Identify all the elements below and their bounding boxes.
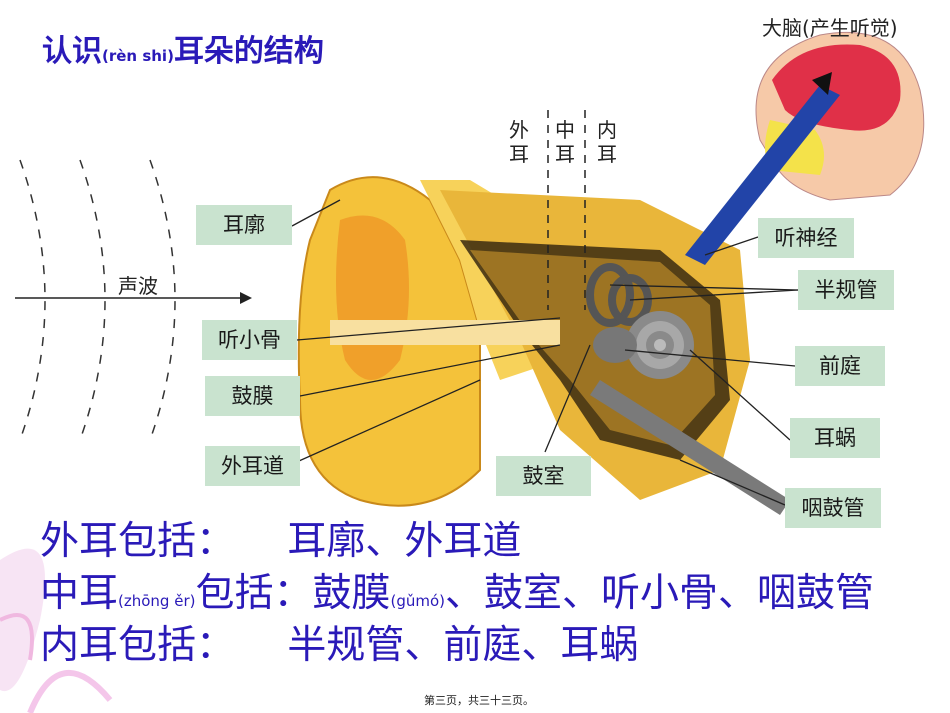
summary-inner-ear: 内耳包括： 半规管、前庭、耳蜗 [40, 622, 638, 670]
summary-middle-body1: 鼓膜 [312, 571, 391, 616]
middle-ear-header-char2: 耳 [555, 142, 575, 166]
summary-middle-head: 中耳 [40, 571, 119, 616]
summary-outer-head: 外耳包括： [40, 519, 236, 564]
middle-ear-header-char1: 中 [555, 118, 575, 142]
eustachian-tube-label: 咽鼓管 [785, 488, 881, 528]
summary-middle-head2: 包括： [195, 571, 313, 616]
cochlea-label: 耳蜗 [790, 418, 880, 458]
page-title: 认识(rèn shi)耳朵的结构 [42, 32, 372, 76]
eustachian-tube-shape [590, 380, 790, 515]
vestibule-shape [593, 327, 637, 363]
nerve-band [685, 85, 840, 265]
summary-middle-ear: 中耳(zhōng ěr)包括：鼓膜(gǔmó)、鼓室、听小骨、咽鼓管 [40, 570, 874, 625]
region-dividers [547, 110, 586, 310]
head-figure [755, 31, 925, 201]
outer-ear-header: 外 耳 [508, 118, 530, 166]
summary-middle-pinyin2: (gǔmó) [390, 592, 446, 610]
inner-ear-header-char1: 内 [597, 118, 617, 142]
title-part2: 耳朵的结构 [173, 34, 324, 69]
cochlea-shape [626, 311, 694, 379]
auditory-nerve-label: 听神经 [758, 218, 854, 258]
vestibule-label: 前庭 [795, 346, 885, 386]
brain-label: 大脑(产生听觉) [762, 16, 898, 40]
summary-outer-ear: 外耳包括： 耳廓、外耳道 [40, 518, 521, 566]
inner-ear-header: 内 耳 [596, 118, 618, 166]
tympanic-cavity-label: 鼓室 [496, 456, 591, 496]
summary-inner-body: 半规管、前庭、耳蜗 [287, 623, 639, 668]
ear-canal-shape [330, 320, 560, 345]
summary-middle-pinyin: (zhōng ěr) [118, 592, 196, 610]
ossicles-label: 听小骨 [202, 320, 297, 360]
corner-decoration [0, 548, 113, 713]
title-part1: 认识 [42, 34, 102, 69]
semicircular-canals-label: 半规管 [798, 270, 894, 310]
title-pinyin: (rèn shi) [102, 47, 174, 65]
auricle-label: 耳廓 [196, 205, 292, 245]
outer-ear-header-char2: 耳 [509, 142, 529, 166]
sound-waves [19, 159, 176, 441]
summary-inner-head: 内耳包括： [40, 623, 236, 668]
sound-arrow [15, 292, 252, 304]
nerve-arrow [812, 72, 832, 95]
eardrum-label: 鼓膜 [205, 376, 300, 416]
summary-outer-body: 耳廓、外耳道 [287, 519, 522, 564]
outer-ear-header-char1: 外 [509, 118, 529, 142]
leader-lines [289, 199, 799, 506]
ear-canal-label: 外耳道 [205, 446, 300, 486]
page-footer: 第三页，共三十三页。 [424, 694, 534, 707]
middle-ear-header: 中 耳 [554, 118, 576, 166]
sound-wave-label: 声波 [118, 274, 158, 298]
inner-ear-header-char2: 耳 [597, 142, 617, 166]
summary-middle-body2: 、鼓室、听小骨、咽鼓管 [445, 571, 875, 616]
semicircular-canals-shape [586, 263, 652, 327]
